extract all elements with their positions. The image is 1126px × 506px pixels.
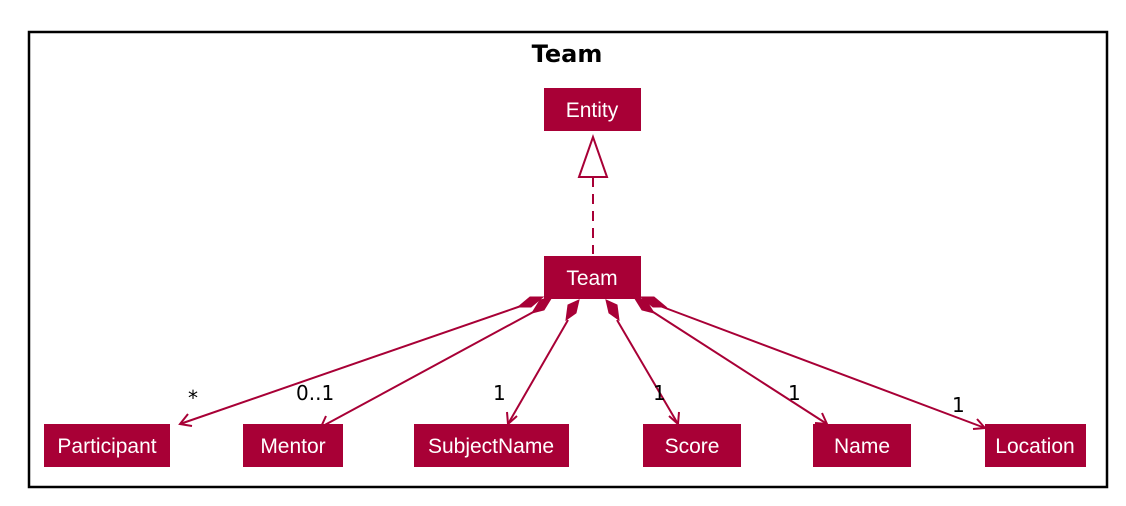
multiplicity-subjectname: 1	[493, 381, 506, 405]
class-entity[interactable]: Entity	[544, 88, 641, 131]
multiplicity-location: 1	[952, 393, 965, 417]
package-title: Team	[532, 40, 603, 68]
multiplicity-score: 1	[653, 381, 666, 405]
class-location-label: Location	[995, 435, 1074, 458]
multiplicity-mentor: 0..1	[296, 381, 334, 405]
multiplicity-name: 1	[788, 381, 801, 405]
class-mentor-label: Mentor	[260, 435, 325, 458]
class-name[interactable]: Name	[813, 424, 911, 467]
multiplicity-participant: *	[188, 386, 198, 410]
class-participant-label: Participant	[57, 435, 156, 458]
realization-team-entity	[577, 133, 609, 254]
class-entity-label: Entity	[566, 99, 619, 122]
class-mentor[interactable]: Mentor	[243, 424, 343, 467]
class-subjectname-label: SubjectName	[428, 435, 554, 458]
class-participant[interactable]: Participant	[44, 424, 170, 467]
class-team[interactable]: Team	[544, 256, 641, 299]
class-name-label: Name	[834, 435, 890, 458]
class-score-label: Score	[665, 435, 720, 458]
class-location[interactable]: Location	[985, 424, 1086, 467]
class-team-label: Team	[566, 267, 617, 290]
composition-team-location	[639, 296, 988, 430]
class-score[interactable]: Score	[643, 424, 741, 467]
composition-team-participant	[178, 296, 545, 427]
class-subjectname[interactable]: SubjectName	[414, 424, 569, 467]
composition-team-subjectname	[506, 299, 580, 427]
